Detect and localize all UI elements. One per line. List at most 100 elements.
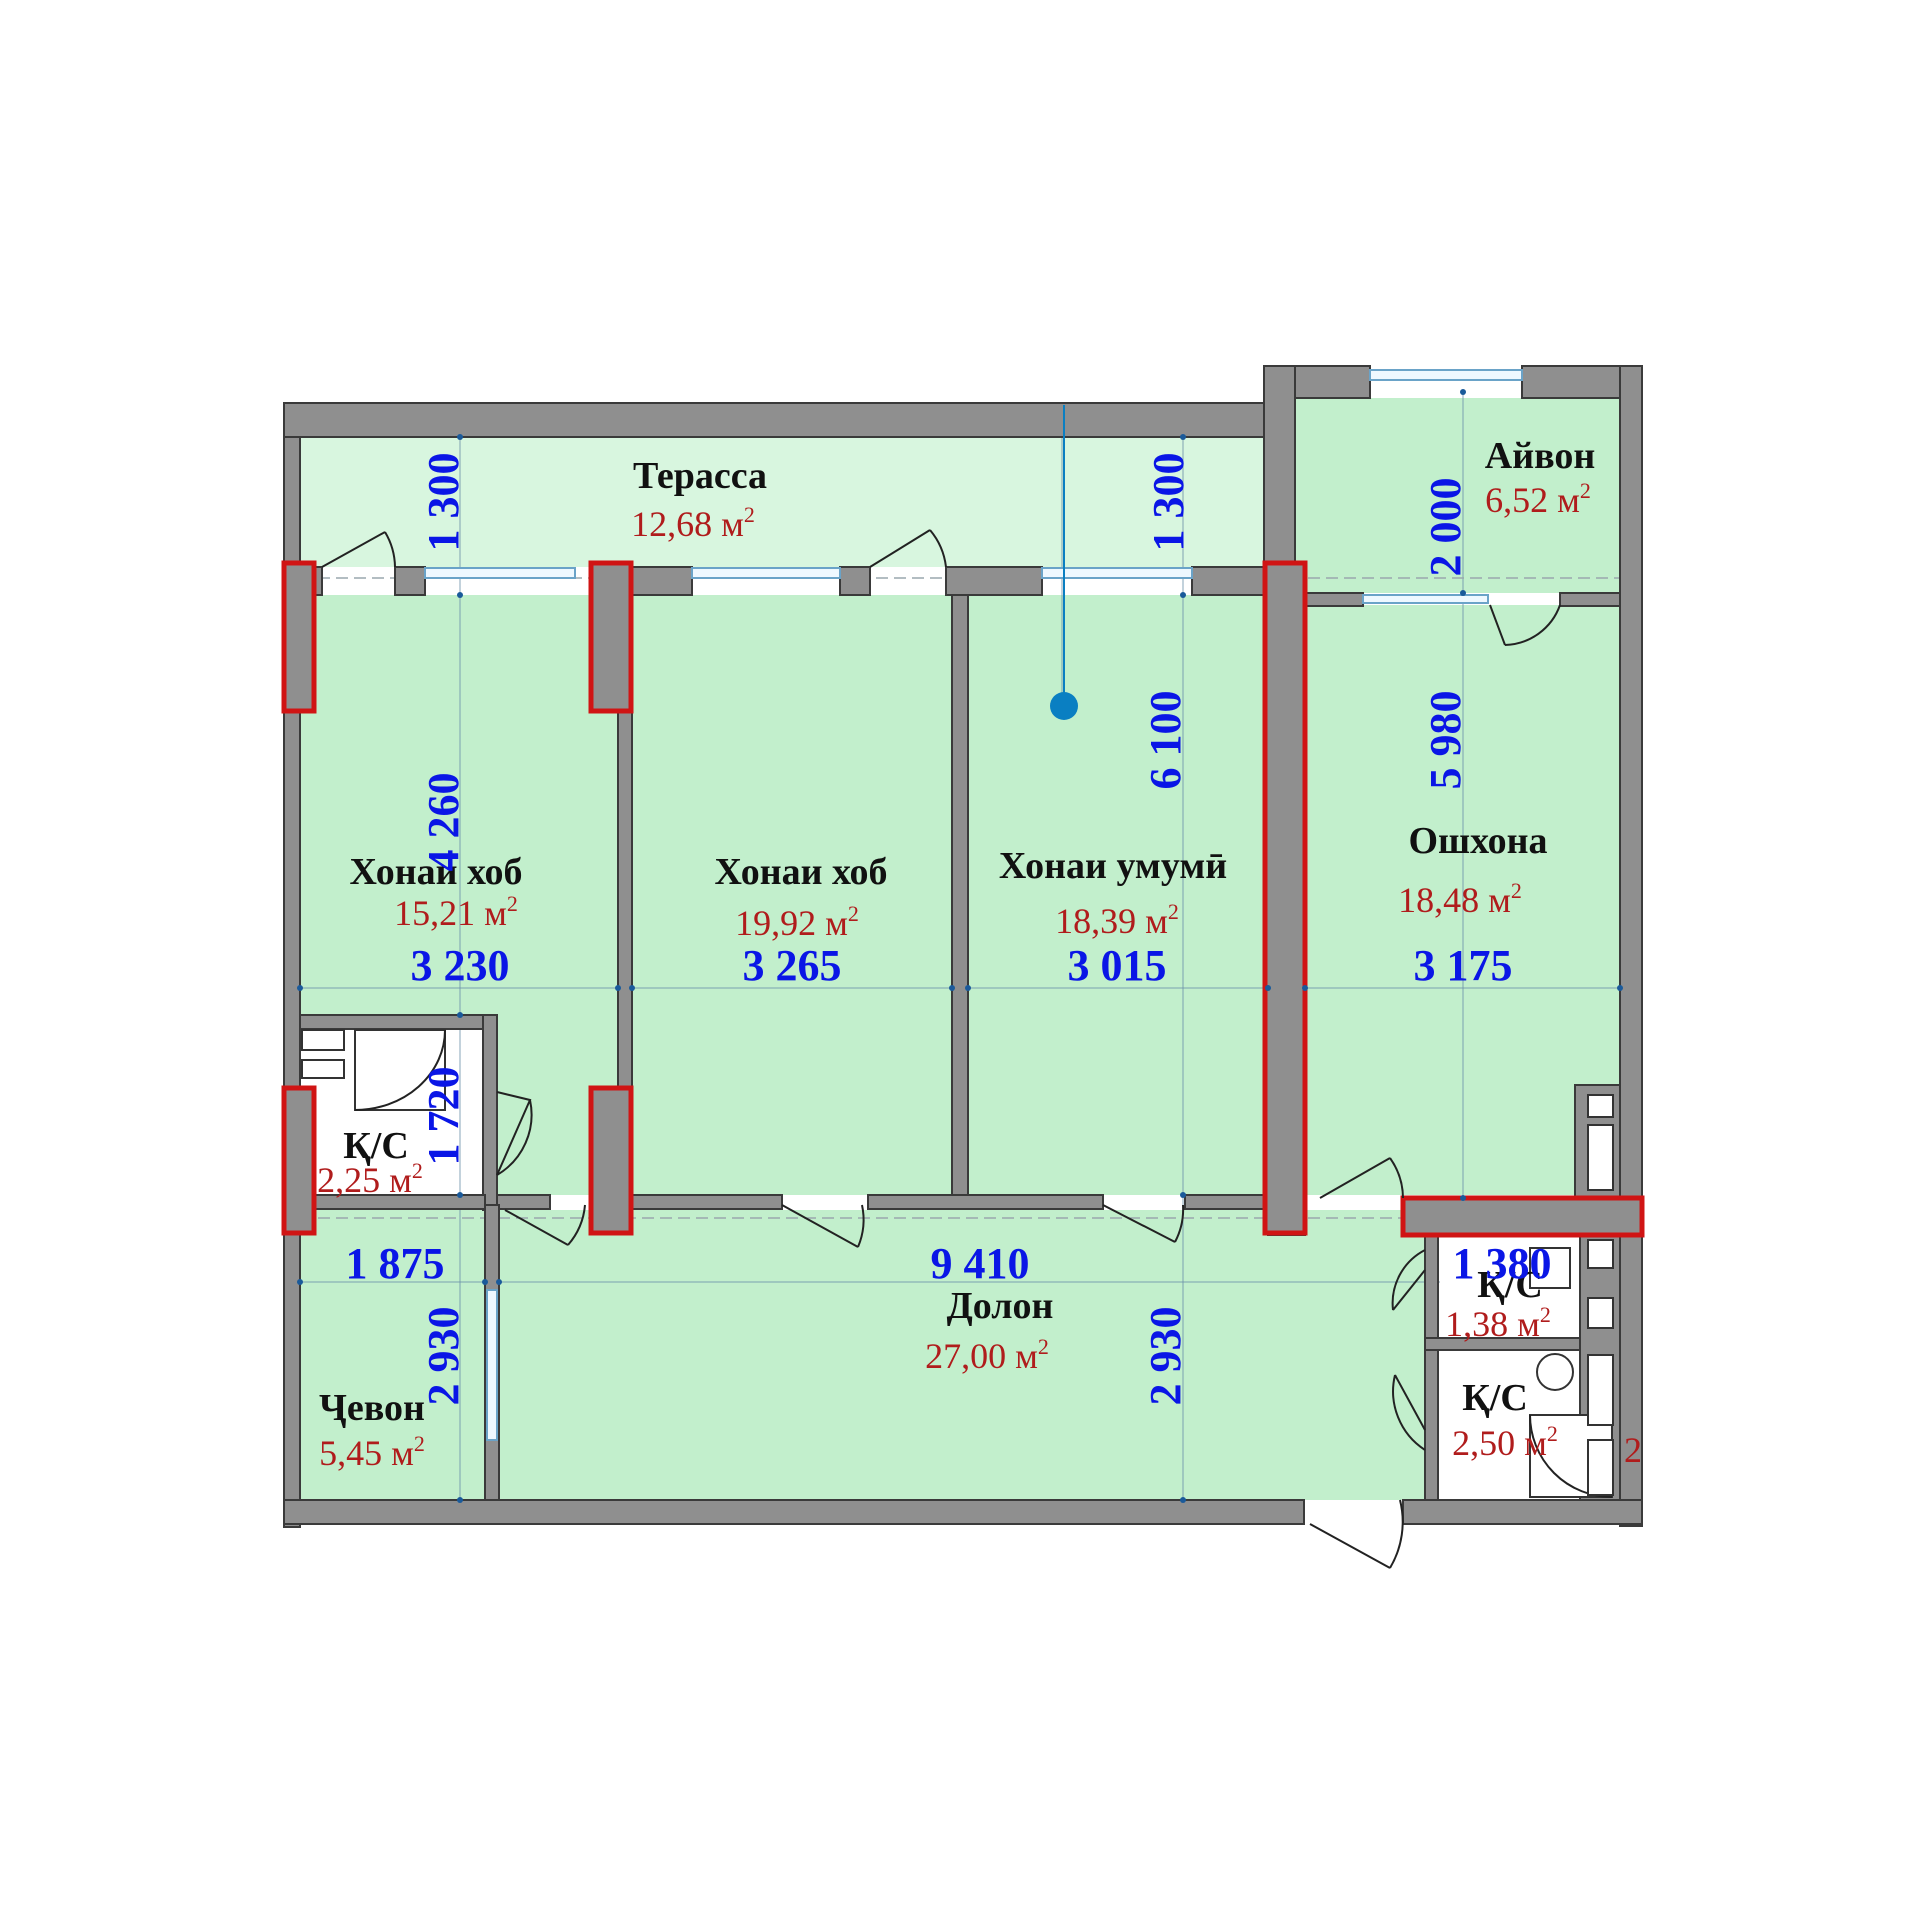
bottom-outer-wall-2 [1402, 1499, 1643, 1525]
shower-tray-1 [354, 1029, 446, 1111]
location-dot [1050, 692, 1078, 720]
room-fills [300, 398, 1620, 1500]
kitchen-counter-1 [1587, 1094, 1614, 1118]
door-bath1 [496, 1091, 533, 1176]
location-marker [1050, 405, 1078, 720]
fixtures [301, 1029, 1614, 1498]
living-area: 18,39 м2 [1055, 899, 1179, 941]
terrace-fill [300, 437, 1265, 567]
closet-name: Ҷевон [319, 1387, 425, 1429]
door-kitchen-balcony [1489, 604, 1561, 646]
door-bedroom1-hall [504, 1204, 586, 1246]
closet-area: 5,45 м2 [319, 1431, 425, 1473]
accent-wall-b1-bottom [588, 1085, 634, 1236]
bath1-area: 2,25 м2 [317, 1158, 423, 1200]
dim-bedroom2-width: 3 265 [743, 941, 842, 990]
hall-top-wall-3 [867, 1194, 1104, 1210]
hall-top-wall-2 [631, 1194, 783, 1210]
accent-walls [281, 560, 1645, 1238]
accent-wall-b1-top [588, 560, 634, 714]
terrace-divider-5 [945, 566, 1043, 596]
bath1-top-wall [299, 1014, 496, 1030]
bath-shelf-4 [1587, 1439, 1614, 1496]
bedroom1-area: 15,21 м2 [394, 891, 518, 933]
dim-bath1-depth: 1 720 [419, 1067, 468, 1166]
kitchen-counter-2 [1587, 1124, 1614, 1191]
door-entrance [1309, 1499, 1404, 1569]
bath3-area: 2,50 м2 [1452, 1421, 1558, 1463]
bath-shelf-3 [1587, 1354, 1614, 1426]
balcony-fill [1295, 398, 1620, 593]
right-outer-wall [1619, 365, 1643, 1527]
dim-bedroom1-depth: 4 260 [419, 773, 468, 872]
terrace-divider-3 [629, 566, 693, 596]
hall-top-wall-4 [1184, 1194, 1269, 1210]
doors [321, 529, 1561, 1569]
dim-hall-depth: 2 930 [1141, 1307, 1190, 1406]
dim-bedroom1-width: 3 230 [411, 941, 510, 990]
door-bedroom2-hall [781, 1204, 865, 1248]
bath1-right-wall [482, 1014, 498, 1211]
hall-top-wall-1 [496, 1194, 551, 1210]
dim-terrace-right: 1 300 [1144, 453, 1193, 552]
hall-area: 27,00 м2 [925, 1334, 1049, 1376]
washbasin-1b [301, 1059, 345, 1079]
window-closet [486, 1289, 498, 1441]
dim-closet-depth: 2 930 [419, 1307, 468, 1406]
dim-kitchen-width: 3 175 [1414, 941, 1513, 990]
washbasin-1 [301, 1029, 345, 1051]
bedroom1-fill [300, 595, 618, 1015]
closet-fill [300, 1210, 485, 1500]
bottom-outer-wall-1 [283, 1499, 1305, 1525]
balcony-bottom-wall [1304, 592, 1364, 607]
dim-kitchen-depth: 5 980 [1421, 691, 1470, 790]
dim-bath2-width: 1 380 [1453, 1239, 1552, 1288]
dim-closet-width: 1 875 [346, 1239, 445, 1288]
bedroom1-name: Хонаи хоб [349, 851, 522, 893]
dim-edge-fragment: 2 [1624, 1430, 1642, 1470]
bath2-area: 1,38 м2 [1445, 1302, 1551, 1344]
bath2-name: Қ/С [1477, 1264, 1543, 1306]
window-bedroom1 [424, 567, 576, 579]
terrace-divider-6 [1191, 566, 1268, 596]
door-bedroom1-terrace [321, 531, 396, 568]
window-living [1041, 567, 1193, 579]
door-living-hall [1102, 1204, 1185, 1243]
window-bedroom2 [691, 567, 841, 579]
bath-shelf-1 [1587, 1239, 1614, 1269]
living-fill [968, 595, 1268, 1195]
sink-3 [1536, 1353, 1574, 1391]
door-bath2 [1391, 1249, 1426, 1311]
bath1-name: Қ/С [343, 1125, 409, 1167]
living-name: Хонаи умумӣ [999, 845, 1227, 887]
hall-name: Долон [947, 1285, 1054, 1327]
bedroom2-fill [632, 595, 952, 1195]
accent-wall-left-bath [281, 1085, 317, 1236]
partition-b2-living [951, 594, 969, 1196]
balcony-area: 6,52 м2 [1485, 478, 1591, 520]
terrace-divider-2 [394, 566, 426, 596]
accent-wall-left-top [281, 560, 317, 714]
windows [424, 369, 1523, 1441]
balcony-name: Айвон [1485, 435, 1596, 477]
accent-wall-kitchen-bottom [1400, 1195, 1645, 1238]
dim-hall-width: 9 410 [931, 1239, 1030, 1288]
balcony-left-wall [1263, 365, 1296, 587]
door-kitchen-hall [1319, 1157, 1404, 1199]
balcony-bottom-wall-r [1559, 592, 1621, 607]
window-balcony-top [1369, 369, 1523, 381]
hall-fill [500, 1210, 1435, 1500]
door-bedroom2-terrace [869, 529, 947, 568]
bath3-name: Қ/С [1462, 1377, 1528, 1419]
accent-wall-living-kitchen [1262, 560, 1308, 1236]
door-bath3 [1392, 1374, 1426, 1451]
terrace-top-wall [283, 402, 1265, 438]
dimension-labels: 1 300 1 300 2 000 4 260 6 100 5 980 3 23… [346, 453, 1643, 1471]
window-balcony-kitchen [1362, 594, 1489, 604]
bedroom2-name: Хонаи хоб [714, 851, 887, 893]
toilet-2 [1529, 1247, 1571, 1289]
room-labels: Терасса 12,68 м2 Айвон 6,52 м2 Хонаи хоб… [317, 435, 1595, 1473]
bath-shelf-2 [1587, 1297, 1614, 1329]
kitchen-name: Ошхона [1408, 820, 1547, 862]
